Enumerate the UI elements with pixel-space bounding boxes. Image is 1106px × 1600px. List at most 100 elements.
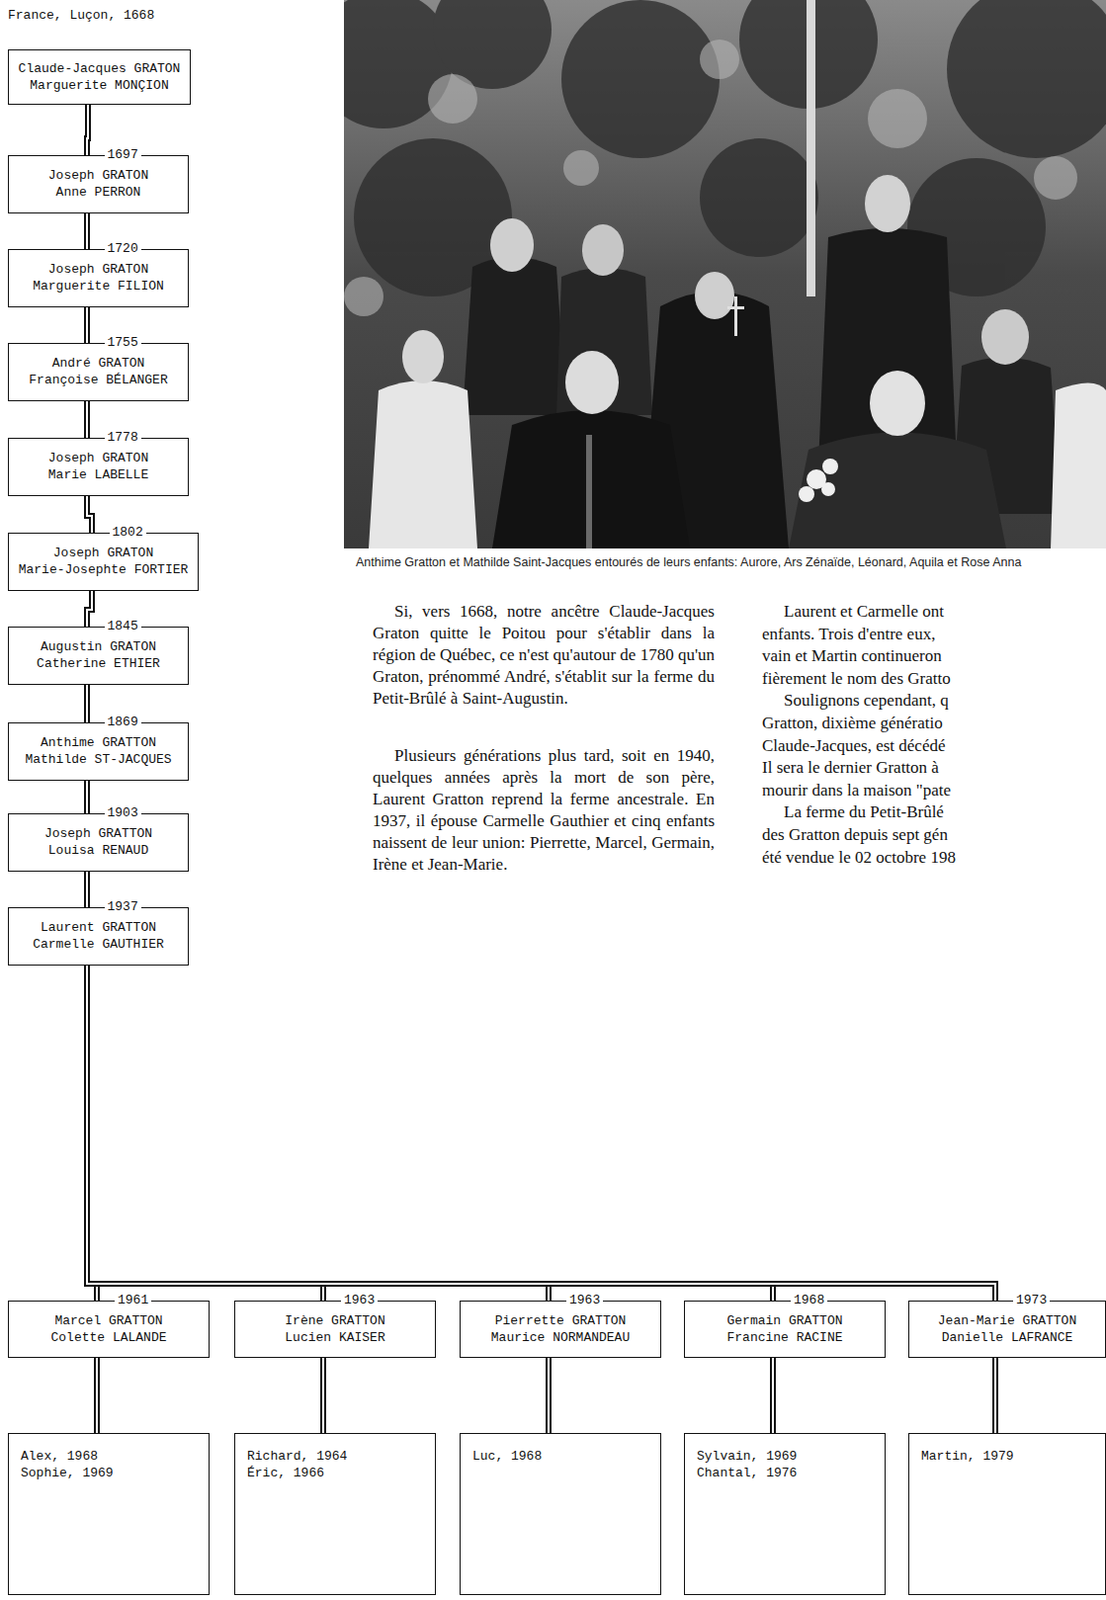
double-line-connector — [86, 104, 88, 156]
year-label: 1973 — [1013, 1292, 1050, 1309]
person-name: Anthime GRATTON — [14, 734, 182, 752]
child-name: Alex, 1968 — [20, 1447, 203, 1465]
children-box: Luc, 1968 — [459, 1433, 662, 1596]
couple-box: Claude-Jacques GRATONMarguerite MONÇION — [7, 49, 191, 105]
double-line-connector — [86, 591, 92, 627]
year-label: 1963 — [340, 1292, 378, 1309]
child-name: Éric, 1966 — [247, 1464, 429, 1482]
year-label: 1755 — [104, 335, 142, 351]
person-name: Jean-Marie GRATTON — [915, 1312, 1100, 1330]
couple-box: 1869Anthime GRATTONMathilde ST-JACQUES — [7, 722, 189, 781]
children-box: Sylvain, 1969Chantal, 1976 — [683, 1433, 886, 1596]
child-name: Chantal, 1976 — [696, 1464, 879, 1482]
person-name: Marguerite FILION — [14, 277, 182, 295]
year-label: 1697 — [104, 147, 142, 164]
person-name: Maurice NORMANDEAU — [466, 1329, 655, 1347]
couple-box: 1968Germain GRATTONFrancine RACINE — [683, 1300, 886, 1359]
children-box: Alex, 1968Sophie, 1969 — [7, 1433, 210, 1596]
person-name: Laurent GRATTON — [14, 919, 182, 936]
double-line-connector — [86, 965, 549, 1301]
year-label: 1845 — [104, 618, 142, 635]
double-line-connector — [995, 1358, 997, 1434]
double-line-connector — [86, 965, 773, 1301]
person-name: Irène GRATTON — [241, 1312, 429, 1330]
person-name: Joseph GRATON — [14, 260, 182, 278]
text-line: La ferme du Petit-Brûlé — [783, 801, 944, 824]
family-photo — [343, 0, 1106, 549]
person-name: Francine RACINE — [690, 1329, 879, 1347]
text-line: vain et Martin continueron — [762, 645, 942, 668]
child-name: Martin, 1979 — [921, 1447, 1100, 1465]
text-line: enfants. Trois d'entre eux, — [762, 623, 936, 646]
person-name: Mathilde ST-JACQUES — [14, 751, 182, 768]
text-line: mourir dans la maison "pate — [762, 779, 951, 802]
person-name: Colette LALANDE — [14, 1329, 203, 1347]
couple-box: 1778Joseph GRATONMarie LABELLE — [7, 437, 189, 497]
couple-box: 1802Joseph GRATONMarie-Josephte FORTIER — [7, 532, 199, 592]
text-line: des Gratton depuis sept gén — [762, 824, 948, 847]
paragraph: Plusieurs générations plus tard, soit en… — [372, 745, 715, 876]
text-line: Laurent et Carmelle ont — [783, 600, 944, 623]
double-line-connector — [86, 496, 92, 533]
year-label: 1778 — [104, 429, 142, 446]
text-line: fièrement le nom des Gratto — [762, 668, 951, 690]
person-name: Marguerite MONÇION — [14, 77, 184, 94]
person-name: Françoise BÉLANGER — [14, 371, 182, 389]
person-name: Marcel GRATTON — [14, 1312, 203, 1330]
couple-box: 1963Pierrette GRATTONMaurice NORMANDEAU — [459, 1300, 662, 1359]
text-line: Il sera le dernier Gratton à — [762, 757, 939, 779]
person-name: Louisa RENAUD — [14, 842, 182, 859]
couple-box: 1755André GRATONFrançoise BÉLANGER — [7, 342, 189, 402]
double-line-connector — [548, 1358, 550, 1434]
person-name: André GRATON — [14, 354, 182, 372]
year-label: 1720 — [104, 241, 142, 257]
person-name: Marie LABELLE — [14, 466, 182, 484]
double-line-connector — [86, 871, 88, 908]
person-name: Joseph GRATON — [14, 449, 182, 467]
year-label: 1937 — [104, 899, 142, 916]
children-box: Martin, 1979 — [908, 1433, 1106, 1596]
couple-box: 1963Irène GRATTONLucien KAISER — [234, 1300, 436, 1359]
double-line-connector — [323, 1358, 325, 1434]
double-line-connector — [86, 401, 88, 438]
year-label: 1903 — [104, 805, 142, 822]
child-name: Richard, 1964 — [247, 1447, 429, 1465]
person-name: Danielle LAFRANCE — [915, 1329, 1100, 1347]
couple-box: 1961Marcel GRATTONColette LALANDE — [7, 1300, 210, 1359]
year-label: 1802 — [109, 524, 147, 541]
person-name: Pierrette GRATTON — [466, 1312, 655, 1330]
double-line-connector — [772, 1358, 774, 1434]
year-label: 1968 — [790, 1292, 828, 1309]
text-line: Soulignons cependant, q — [783, 689, 949, 712]
couple-box: 1697Joseph GRATONAnne PERRON — [7, 155, 189, 214]
person-name: Anne PERRON — [14, 183, 182, 201]
double-line-connector — [86, 307, 88, 343]
double-line-connector — [96, 1358, 98, 1434]
double-line-connector — [86, 684, 88, 723]
year-label: 1869 — [104, 714, 142, 731]
couple-box: 1937Laurent GRATTONCarmelle GAUTHIER — [7, 907, 189, 966]
couple-box: 1720Joseph GRATONMarguerite FILION — [7, 249, 189, 308]
child-name: Sylvain, 1969 — [696, 1447, 879, 1465]
couple-box: 1845Augustin GRATONCatherine ETHIER — [7, 626, 189, 685]
person-name: Joseph GRATON — [14, 544, 192, 562]
double-line-connector — [86, 965, 996, 1301]
person-name: Carmelle GAUTHIER — [14, 935, 182, 953]
person-name: Claude-Jacques GRATON — [14, 60, 184, 78]
year-label: 1961 — [114, 1292, 152, 1309]
person-name: Germain GRATTON — [690, 1312, 879, 1330]
paragraph: Si, vers 1668, notre ancêtre Claude-Jacq… — [372, 600, 715, 710]
person-name: Marie-Josephte FORTIER — [14, 561, 192, 579]
person-name: Augustin GRATON — [14, 638, 182, 656]
children-box: Richard, 1964Éric, 1966 — [234, 1433, 436, 1596]
place-date: France, Luçon, 1668 — [7, 7, 155, 23]
person-name: Joseph GRATTON — [14, 825, 182, 843]
couple-box: 1973Jean-Marie GRATTONDanielle LAFRANCE — [908, 1300, 1106, 1359]
year-label: 1963 — [566, 1292, 603, 1309]
double-line-connector — [86, 213, 88, 250]
double-line-connector — [86, 780, 88, 814]
photo-caption: Anthime Gratton et Mathilde Saint-Jacque… — [355, 555, 1100, 571]
person-name: Catherine ETHIER — [14, 655, 182, 673]
text-line: Claude-Jacques, est décédé — [762, 735, 946, 758]
